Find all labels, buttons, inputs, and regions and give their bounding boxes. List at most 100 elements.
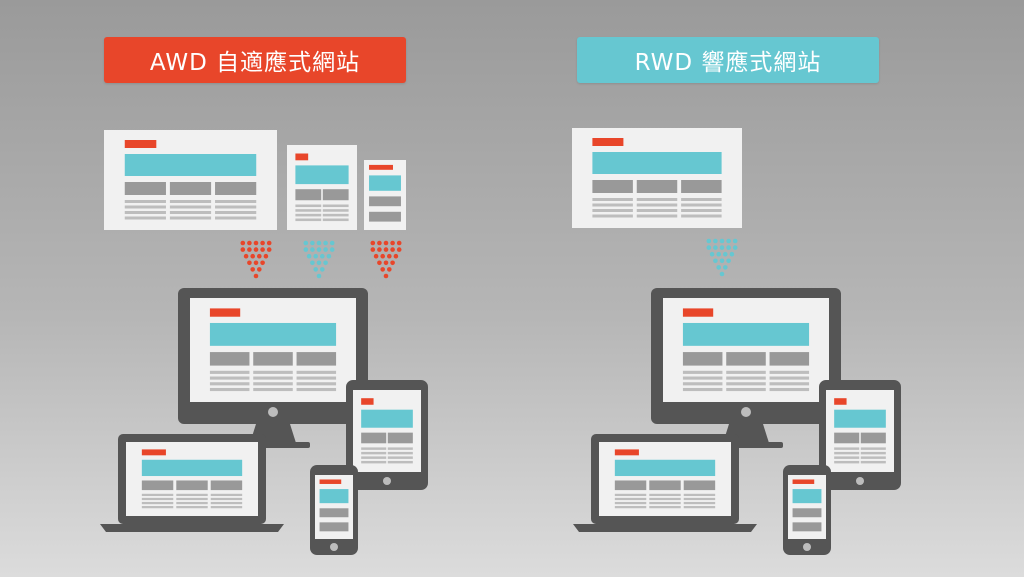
arrow-dot <box>732 238 738 244</box>
awd-template-pages <box>104 130 406 230</box>
arrow-dot <box>320 267 325 272</box>
arrow-down-icon <box>240 240 272 279</box>
page-content-block <box>169 182 212 195</box>
arrow-dot <box>260 260 265 266</box>
page-text-line <box>860 451 886 455</box>
arrow-dot <box>323 247 328 252</box>
arrow-dot <box>387 253 392 259</box>
awd-section <box>100 130 428 555</box>
page-content-block <box>209 352 250 366</box>
arrow-dot <box>313 267 319 272</box>
arrow-dot <box>257 267 262 272</box>
arrow-dot <box>716 265 721 270</box>
page-text-line <box>614 497 647 501</box>
page-text-line <box>387 451 413 455</box>
page-content-block <box>683 480 716 491</box>
arrow-dot <box>257 253 262 259</box>
awd-phone-template <box>364 160 406 230</box>
page-banner <box>682 322 810 346</box>
page-text-line <box>682 376 723 380</box>
desktop-monitor-icon <box>651 288 841 448</box>
awd-arrows <box>240 240 402 279</box>
arrow-dot <box>726 258 731 264</box>
page-text-line <box>683 501 716 505</box>
page-content-block <box>860 432 886 444</box>
page-header-label <box>124 140 157 148</box>
page-banner <box>369 175 401 191</box>
page-text-line <box>176 497 208 501</box>
page-content-block <box>319 522 349 532</box>
arrow-dot <box>377 247 382 252</box>
page-text-line <box>296 376 337 380</box>
arrow-dot <box>713 238 718 244</box>
arrow-dot <box>266 240 272 246</box>
arrow-dot <box>373 253 379 259</box>
arrow-dot <box>323 240 328 246</box>
arrow-dot <box>726 238 731 244</box>
page-content-block <box>124 182 166 195</box>
arrow-dot <box>250 267 255 272</box>
page-header-label <box>361 398 374 405</box>
arrow-dot <box>713 245 718 250</box>
page-content-block <box>369 211 401 222</box>
page-content-block <box>726 352 766 366</box>
arrow-dot <box>706 238 712 244</box>
arrow-dot <box>729 251 735 257</box>
page-content-block <box>369 196 401 207</box>
page-text-line <box>726 382 766 386</box>
page-text-line <box>141 501 174 505</box>
page-text-line <box>296 382 337 386</box>
arrow-dot <box>260 247 265 252</box>
rwd-template-page <box>572 128 742 228</box>
page-text-line <box>295 204 322 208</box>
page-content-block <box>253 352 293 366</box>
page-text-line <box>649 501 681 505</box>
page-text-line <box>176 493 208 497</box>
page-text-line <box>124 216 166 220</box>
page-text-line <box>636 203 678 207</box>
arrow-dot <box>250 253 255 259</box>
page-text-line <box>361 460 387 464</box>
page-text-line <box>387 460 413 464</box>
page-text-line <box>209 387 250 392</box>
arrow-dot <box>377 240 382 246</box>
arrow-dot <box>383 260 389 266</box>
monitor-button <box>741 407 751 417</box>
page-text-line <box>361 451 387 455</box>
arrow-dot <box>380 253 386 259</box>
page-content-block <box>319 508 349 518</box>
arrow-dot <box>370 247 376 252</box>
page-text-line <box>769 382 810 386</box>
phone-button <box>330 543 338 551</box>
page-content-block <box>176 480 208 491</box>
arrow-dot <box>310 247 315 252</box>
arrow-dot <box>323 260 328 266</box>
arrow-dot <box>316 247 322 252</box>
page-content-block <box>295 189 322 201</box>
page-banner <box>361 409 413 428</box>
page-text-line <box>834 447 860 450</box>
page-text-line <box>681 214 722 218</box>
page-text-line <box>169 205 212 209</box>
page-text-line <box>614 506 647 509</box>
arrow-dot <box>706 245 712 250</box>
arrow-dot <box>390 247 395 252</box>
page-text-line <box>141 497 174 501</box>
arrow-dot <box>310 240 315 246</box>
page-text-line <box>649 493 681 497</box>
arrow-dot <box>240 247 246 252</box>
page-text-line <box>682 370 723 374</box>
rwd-title-badge: RWD 響應式網站 <box>577 37 879 83</box>
page-text-line <box>387 447 413 450</box>
page-text-line <box>614 501 647 505</box>
page-content-block <box>614 480 647 491</box>
page-text-line <box>636 198 678 201</box>
page-text-line <box>322 218 349 222</box>
page-text-line <box>592 214 633 218</box>
page-header-label <box>682 308 714 317</box>
arrow-dot <box>253 247 259 252</box>
page-text-line <box>683 506 716 509</box>
page-text-line <box>322 213 349 217</box>
page-content-block <box>361 432 387 444</box>
